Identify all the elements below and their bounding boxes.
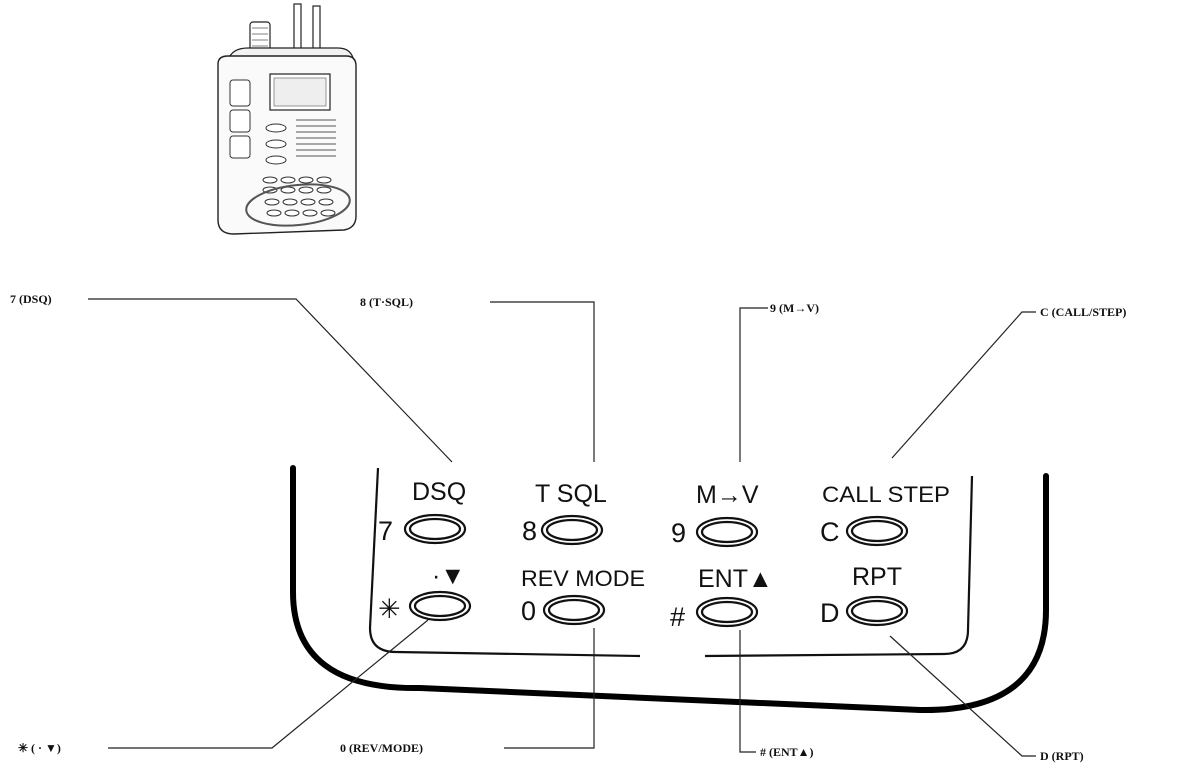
key-9[interactable]: M→V 9 [671,481,759,548]
key-c-digit: C [820,517,840,547]
key-d-digit: D [820,598,840,628]
key-star-top-label: ·▼ [432,562,465,590]
key-8[interactable]: T SQL 8 [522,480,607,546]
key-d[interactable]: RPT D [820,563,909,628]
key-8-digit: 8 [522,516,537,546]
key-hash[interactable]: ENT▲ # [670,565,773,632]
key-star[interactable]: ·▼ ✳ [378,562,472,624]
callout-star: ✳ ( · ▼) [18,741,61,755]
radio-body-outline [290,465,1049,714]
handheld-radio-icon [217,3,357,235]
key-0[interactable]: REV MODE 0 [521,566,645,626]
key-8-top-label: T SQL [535,480,607,508]
key-9-top-label: M→V [696,481,759,509]
key-star-digit: ✳ [378,594,401,624]
key-d-top-label: RPT [852,563,902,591]
leader-lines [88,298,1036,757]
callout-rev-mode: 0 (REV/MODE) [340,741,423,755]
key-9-digit: 9 [671,518,686,548]
callout-mv: 9 (M→V) [770,301,819,315]
callout-ent: # (ENT▲) [760,745,814,759]
key-0-top-label: REV MODE [521,566,645,591]
key-7-digit: 7 [378,516,393,546]
callout-dsq: 7 (DSQ) [10,292,52,306]
key-0-digit: 0 [521,596,536,626]
callout-tsql: 8 (T·SQL) [360,295,413,309]
key-7[interactable]: DSQ 7 [378,478,466,546]
key-7-top-label: DSQ [412,478,466,506]
key-hash-digit: # [670,602,685,632]
key-hash-top-label: ENT▲ [698,565,773,593]
key-c-top-label: CALL STEP [822,482,950,507]
keypad-bracket [368,467,974,658]
callout-rpt: D (RPT) [1040,749,1084,763]
callout-call-step: C (CALL/STEP) [1040,305,1126,319]
key-c[interactable]: CALL STEP C [820,482,950,547]
